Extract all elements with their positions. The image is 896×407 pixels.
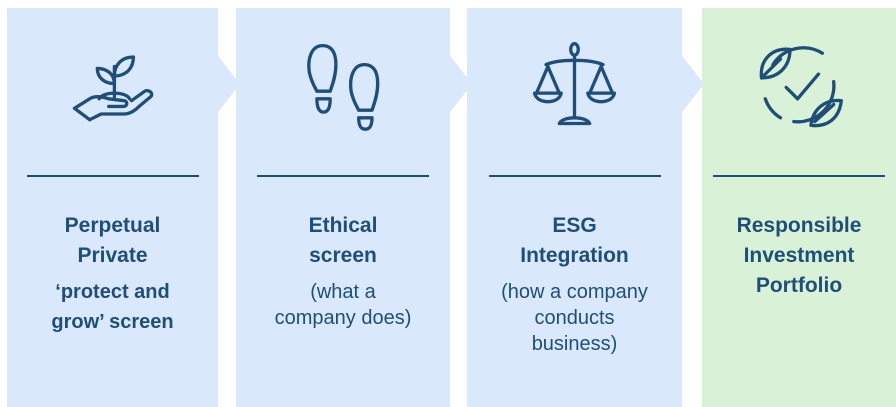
chevron-right-icon [450, 56, 472, 112]
footprints-icon [296, 38, 391, 133]
plant-in-hand-icon [65, 38, 160, 133]
step-perpetual-private: Perpetual Private ‘protect and grow’ scr… [7, 8, 218, 407]
step-esg-integration: ESG Integration (how a company conducts … [467, 8, 682, 407]
divider-line [488, 175, 661, 177]
step-subtitle: (how a company conducts business) [501, 281, 648, 355]
divider-line [713, 175, 885, 177]
divider-line [257, 175, 429, 177]
step-title: ESG Integration [520, 214, 629, 267]
step-subtitle: ‘protect and grow’ screen [51, 281, 174, 333]
step-title: Responsible Investment Portfolio [736, 214, 862, 297]
leaf-check-cycle-icon [752, 38, 847, 133]
step-title: Perpetual Private [64, 214, 161, 267]
step-responsible-investment-portfolio: Responsible Investment Portfolio [702, 8, 896, 407]
step-subtitle: (what a company does) [274, 281, 412, 329]
step-ethical-screen: Ethical screen (what a company does) [236, 8, 450, 407]
step-title: Ethical screen [308, 214, 378, 267]
divider-line [26, 175, 199, 177]
balance-scale-icon [527, 38, 622, 133]
chevron-right-icon [218, 56, 240, 112]
chevron-right-icon [682, 56, 704, 112]
